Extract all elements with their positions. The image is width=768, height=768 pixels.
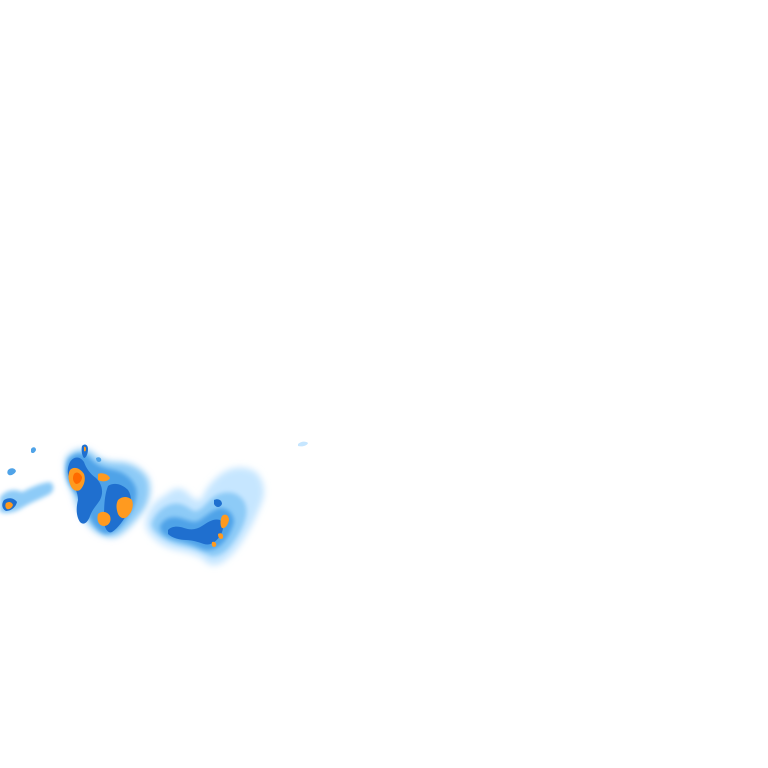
echo-moderate [96, 457, 102, 462]
echo-cluster-main-cell [65, 444, 151, 538]
echo-cluster-east-cell [145, 467, 264, 566]
echo-very-heavy [84, 446, 86, 452]
echo-cluster-west-fragment [0, 447, 54, 513]
echo-very-light [298, 441, 308, 447]
echo-moderate [31, 447, 36, 454]
echo-very-heavy [211, 514, 229, 547]
echo-heavy [168, 499, 223, 545]
echo-cluster-stray-speck [298, 441, 308, 447]
echo-extreme [72, 472, 82, 484]
echo-very-heavy [5, 501, 13, 510]
echo-moderate [7, 468, 17, 476]
